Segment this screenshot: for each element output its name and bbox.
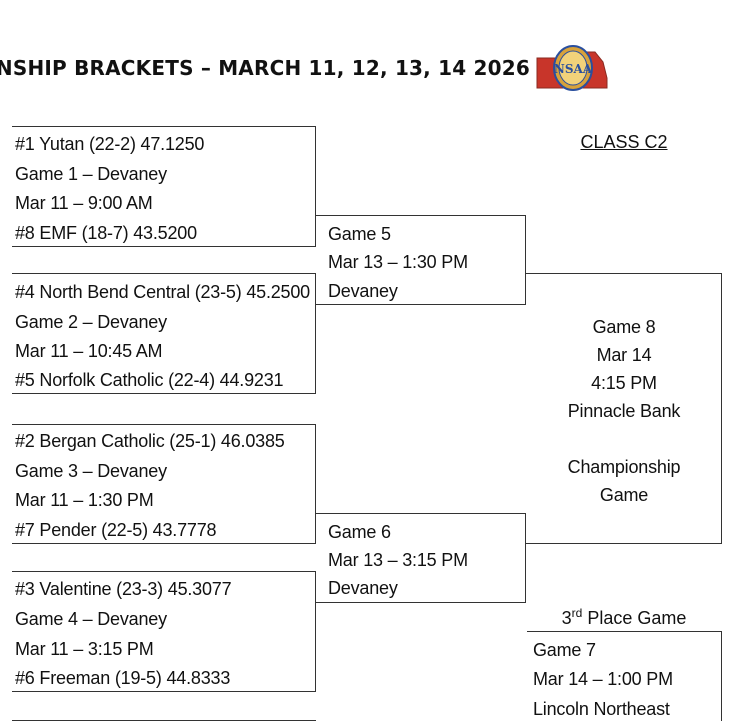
g1-top-team: #1 Yutan (22-2) 47.1250 [15, 134, 205, 154]
g8-vertical [721, 273, 722, 544]
g5-time: Mar 13 – 1:30 PM [328, 252, 468, 272]
g4-top-team: #3 Valentine (23-3) 45.3077 [15, 579, 232, 599]
g6-top-line [315, 513, 526, 514]
g8-venue: Pinnacle Bank [567, 401, 681, 421]
g8-label-championship: Championship [567, 457, 681, 477]
g7-venue: Lincoln Northeast [533, 699, 670, 719]
g8-bottom-line [525, 543, 722, 544]
g4-vertical [315, 571, 316, 692]
g8-top-line [525, 273, 722, 274]
g5-name: Game 5 [328, 224, 391, 244]
g6-venue: Devaney [328, 578, 398, 598]
g3-bottom-team: #7 Pender (22-5) 43.7778 [15, 520, 217, 540]
g2-time: Mar 11 – 10:45 AM [15, 341, 163, 361]
g8-time: 4:15 PM [591, 373, 657, 393]
g6-time: Mar 13 – 3:15 PM [328, 550, 468, 570]
g8-date: Mar 14 [596, 345, 652, 365]
g3-top-team: #2 Bergan Catholic (25-1) 46.0385 [15, 431, 285, 451]
logo-lettering: NSAA [554, 62, 593, 76]
g2-vertical [315, 273, 316, 394]
g4-top-line [12, 571, 316, 572]
g1-bottom-team: #8 EMF (18-7) 43.5200 [15, 223, 197, 243]
g3-info: Game 3 – Devaney [15, 461, 167, 481]
g4-time: Mar 11 – 3:15 PM [15, 639, 154, 659]
g2-top-team: #4 North Bend Central (23-5) 45.2500 [15, 282, 310, 302]
g8-label-game: Game [599, 485, 649, 505]
g2-info: Game 2 – Devaney [15, 312, 167, 332]
g3-time: Mar 11 – 1:30 PM [15, 490, 154, 510]
third-place-num: 3 [561, 608, 572, 628]
g4-bottom-line [12, 691, 316, 692]
g5-top-line [315, 215, 526, 216]
g5-venue: Devaney [328, 281, 398, 301]
g4-info: Game 4 – Devaney [15, 609, 167, 629]
g3-vertical [315, 424, 316, 544]
g2-bottom-line [12, 393, 316, 394]
g3-top-line [12, 424, 316, 425]
third-place-suffix: rd [571, 606, 583, 620]
g7-vertical [721, 631, 722, 721]
g2-bottom-team: #5 Norfolk Catholic (22-4) 44.9231 [15, 370, 284, 390]
class-label: CLASS C2 [580, 132, 668, 152]
g1-vertical [315, 126, 316, 247]
g6-vertical [525, 513, 526, 603]
g5-bottom-line [315, 304, 526, 305]
page-title: NSHIP BRACKETS – MARCH 11, 12, 13, 14 20… [0, 56, 530, 80]
g6-name: Game 6 [328, 522, 391, 542]
g7-time: Mar 14 – 1:00 PM [533, 669, 673, 689]
nsaa-logo: NSAA [536, 45, 608, 91]
g2-top-line [12, 273, 316, 274]
g3-bottom-line [12, 543, 316, 544]
g1-bottom-line [12, 246, 316, 247]
third-place-rest: Place Game [582, 608, 687, 628]
g1-top-line [12, 126, 316, 127]
g4-bottom-team: #6 Freeman (19-5) 44.8333 [15, 668, 231, 688]
g1-time: Mar 11 – 9:00 AM [15, 193, 153, 213]
third-place-heading: 3rd Place Game [527, 606, 721, 629]
g5-vertical [525, 215, 526, 305]
g7-top-line [527, 631, 722, 632]
g8-name: Game 8 [592, 317, 656, 337]
g6-bottom-line [315, 602, 526, 603]
g1-info: Game 1 – Devaney [15, 164, 167, 184]
g7-name: Game 7 [533, 640, 596, 660]
